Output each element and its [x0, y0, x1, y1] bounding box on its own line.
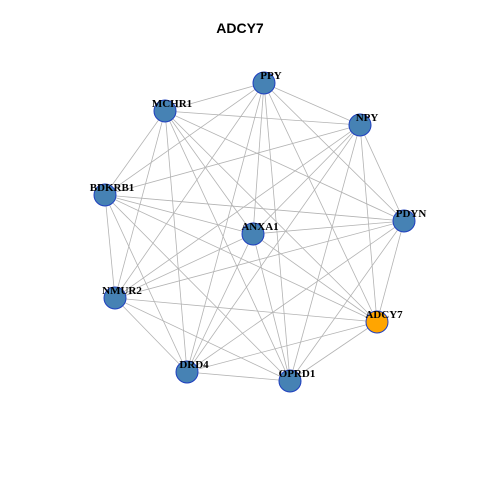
edge-pdyn-anxa1 — [252, 220, 405, 235]
node-bdkrb1[interactable]: BDKRB1 — [90, 182, 135, 207]
node-anxa1[interactable]: ANXA1 — [241, 221, 279, 246]
edge-anxa1-oprd1 — [252, 233, 291, 382]
edge-npy-nmur2 — [114, 124, 361, 299]
edge-adcy7-drd4 — [186, 321, 378, 373]
edge-ppy-bdkrb1 — [104, 82, 265, 196]
edge-mchr1-pdyn — [164, 110, 405, 222]
edge-mchr1-adcy7 — [164, 110, 378, 323]
edge-pdyn-drd4 — [186, 220, 405, 373]
node-circle-npy[interactable] — [348, 113, 372, 137]
node-circle-pdyn[interactable] — [392, 209, 416, 233]
edge-bdkrb1-anxa1 — [104, 194, 254, 235]
node-label-oprd1: OPRD1 — [279, 368, 316, 380]
edge-ppy-nmur2 — [114, 82, 265, 299]
edge-mchr1-anxa1 — [164, 110, 254, 235]
node-label-mchr1: MCHR1 — [152, 98, 192, 110]
node-label-adcy7: ADCY7 — [365, 309, 403, 321]
edge-npy-pdyn — [359, 124, 405, 222]
node-drd4[interactable]: DRD4 — [175, 359, 209, 384]
edge-anxa1-nmur2 — [114, 233, 254, 299]
node-adcy7[interactable]: ADCY7 — [365, 309, 403, 334]
edge-mchr1-bdkrb1 — [104, 110, 166, 196]
edge-bdkrb1-nmur2 — [104, 194, 116, 299]
edge-ppy-adcy7 — [263, 82, 378, 323]
edge-npy-adcy7 — [359, 124, 378, 323]
edge-bdkrb1-pdyn — [104, 194, 405, 222]
edge-mchr1-npy — [164, 110, 361, 126]
edge-ppy-anxa1 — [252, 82, 265, 235]
edge-layer — [104, 82, 405, 382]
edge-pdyn-adcy7 — [376, 220, 405, 323]
edge-adcy7-oprd1 — [289, 321, 378, 382]
node-label-anxa1: ANXA1 — [241, 221, 278, 233]
node-npy[interactable]: NPY — [348, 112, 379, 137]
node-circle-adcy7[interactable] — [365, 310, 389, 334]
node-mchr1[interactable]: MCHR1 — [152, 98, 192, 123]
edge-ppy-npy — [263, 82, 361, 126]
node-label-ppy: PPY — [260, 70, 281, 82]
node-nmur2[interactable]: NMUR2 — [102, 285, 142, 310]
node-label-nmur2: NMUR2 — [102, 285, 142, 297]
node-circle-oprd1[interactable] — [278, 369, 302, 393]
edge-bdkrb1-oprd1 — [104, 194, 291, 382]
edge-npy-oprd1 — [289, 124, 361, 382]
node-circle-bdkrb1[interactable] — [93, 183, 117, 207]
node-ppy[interactable]: PPY — [252, 70, 282, 95]
node-circle-nmur2[interactable] — [103, 286, 127, 310]
edge-nmur2-drd4 — [114, 297, 188, 373]
edge-npy-bdkrb1 — [104, 124, 361, 196]
edge-ppy-drd4 — [186, 82, 265, 373]
node-circle-ppy[interactable] — [252, 71, 276, 95]
edge-drd4-oprd1 — [186, 371, 291, 382]
node-label-bdkrb1: BDKRB1 — [90, 182, 135, 194]
edge-mchr1-drd4 — [164, 110, 188, 373]
graph-title: ADCY7 — [216, 20, 264, 36]
node-label-drd4: DRD4 — [179, 359, 209, 371]
node-circle-anxa1[interactable] — [241, 222, 265, 246]
edge-npy-anxa1 — [252, 124, 361, 235]
edge-ppy-mchr1 — [164, 82, 265, 112]
node-circle-mchr1[interactable] — [153, 99, 177, 123]
node-pdyn[interactable]: PDYN — [392, 208, 427, 233]
node-label-npy: NPY — [356, 112, 379, 124]
node-oprd1[interactable]: OPRD1 — [278, 368, 316, 393]
edge-nmur2-oprd1 — [114, 297, 291, 382]
edge-nmur2-adcy7 — [114, 297, 378, 323]
node-label-pdyn: PDYN — [396, 208, 427, 220]
edge-anxa1-adcy7 — [252, 233, 378, 323]
edge-anxa1-drd4 — [186, 233, 254, 373]
node-circle-drd4[interactable] — [175, 360, 199, 384]
